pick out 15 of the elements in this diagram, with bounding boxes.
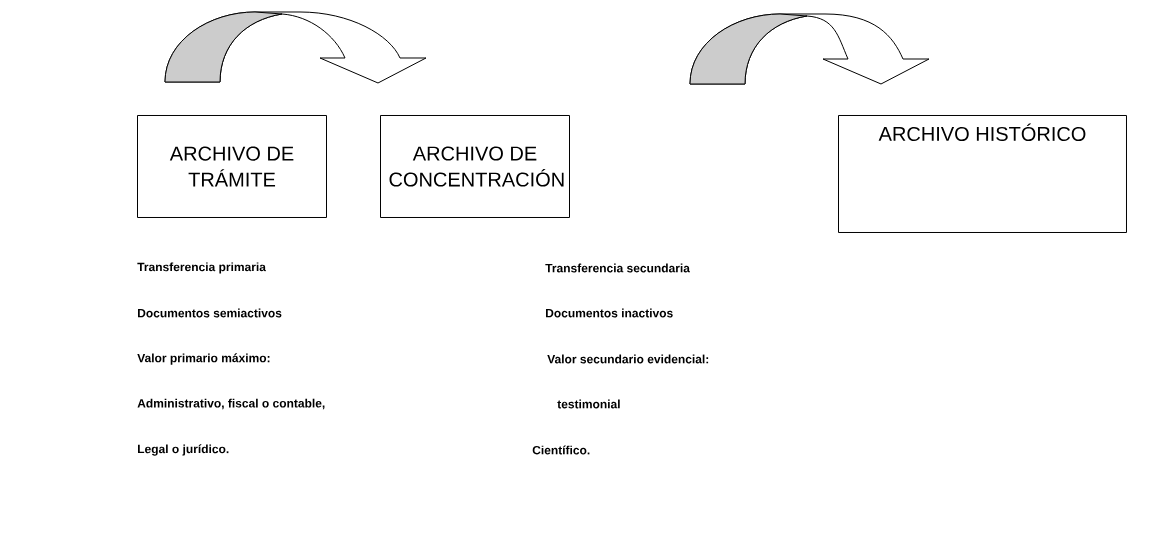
note-text: Científico. — [532, 445, 590, 455]
note-text: testimonial — [557, 399, 620, 409]
note-text: Transferencia primaria — [137, 262, 266, 274]
note-text: Valor secundario evidencial: — [547, 354, 709, 364]
archive-box: ARCHIVO HISTÓRICO — [838, 115, 1127, 233]
note-text: Administrativo, fiscal o contable, — [137, 398, 325, 410]
curved-block-arrow — [689, 13, 930, 85]
note-text: Documentos semiactivos — [138, 308, 282, 318]
note-text: Documentos inactivos — [546, 308, 673, 318]
note-text: Valor primario máximo: — [137, 353, 270, 365]
note-text: Transferencia secundaria — [545, 263, 690, 273]
note-text: Legal o jurídico. — [138, 444, 229, 456]
curved-block-arrow — [164, 11, 427, 84]
archive-box: ARCHIVO DE TRÁMITE — [137, 115, 327, 218]
archive-box: ARCHIVO DE CONCENTRACIÓN — [380, 115, 570, 218]
